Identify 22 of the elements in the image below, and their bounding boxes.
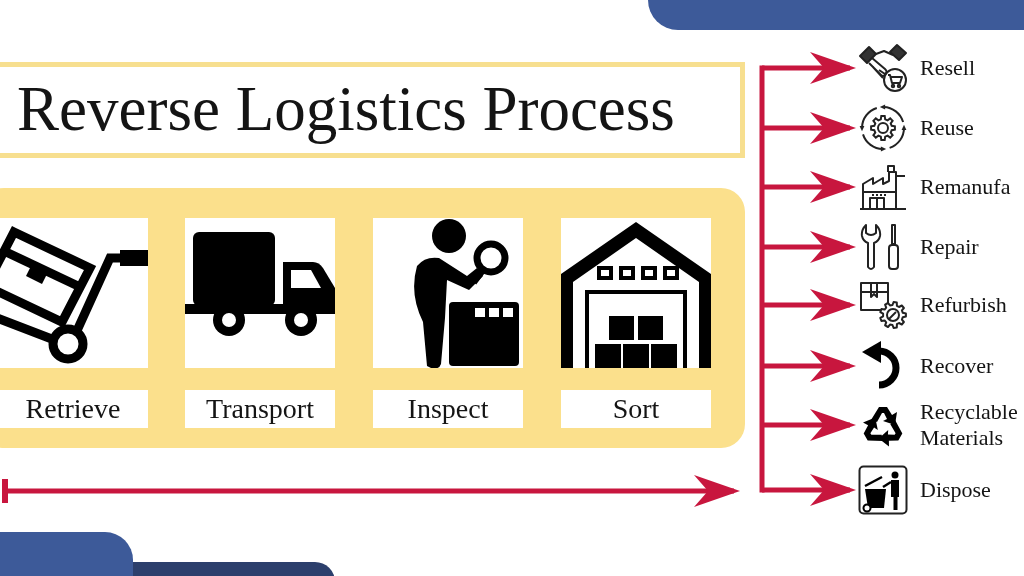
arrow <box>762 409 856 441</box>
arrow <box>762 171 856 203</box>
outcome-label: Dispose <box>920 477 991 503</box>
arrow <box>762 350 856 382</box>
title: Reverse Logistics Process <box>0 62 745 158</box>
step-label: Transport <box>185 390 335 428</box>
outcome-label: Repair <box>920 234 979 260</box>
arrow <box>762 231 856 263</box>
arrow <box>762 474 856 506</box>
outcome-label: Recover <box>920 353 994 379</box>
outcome-label: Recyclable Materials <box>920 399 1019 451</box>
step-label: Retrieve <box>0 390 148 428</box>
outcome-label: Refurbish <box>920 292 1007 318</box>
arrow <box>762 112 856 144</box>
arrow <box>762 52 856 84</box>
step-label: Sort <box>561 390 711 428</box>
outcome-label: Resell <box>920 55 975 81</box>
step-label: Inspect <box>373 390 523 428</box>
arrow <box>762 289 856 321</box>
outcome-label: Remanufa <box>920 174 1011 200</box>
outcome-label: Reuse <box>920 115 974 141</box>
process-band <box>0 188 745 448</box>
